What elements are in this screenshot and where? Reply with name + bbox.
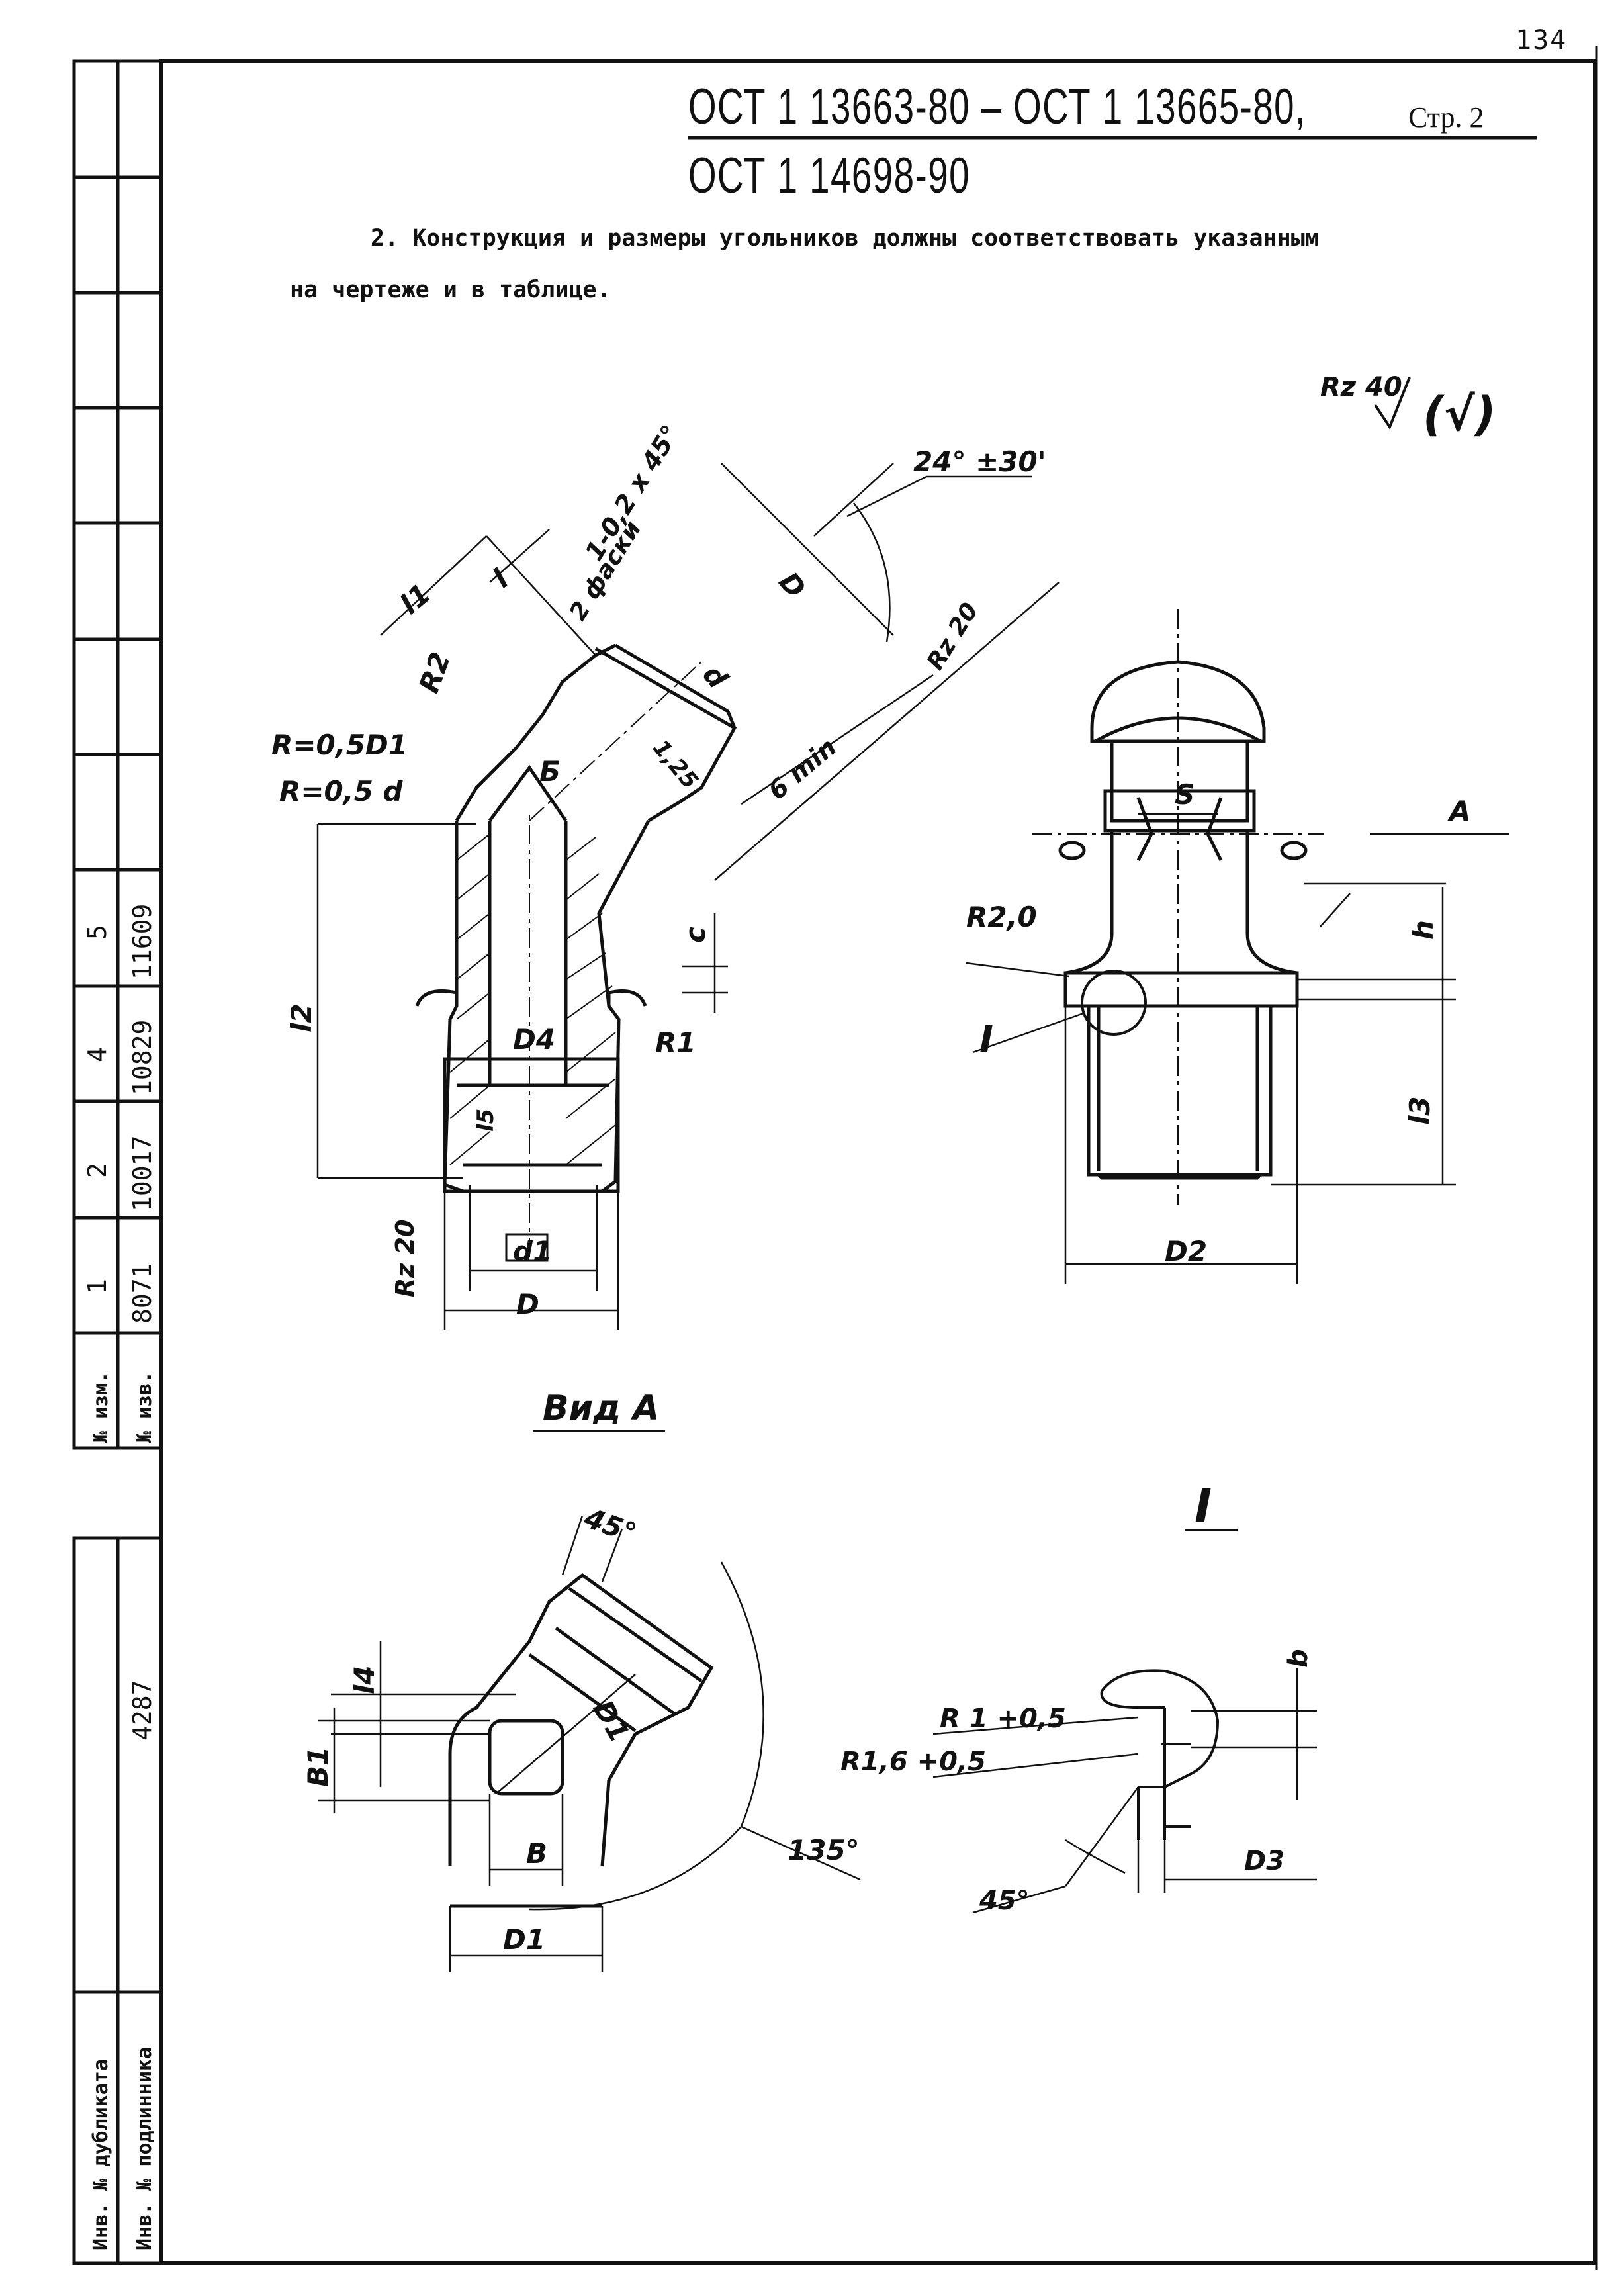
detail-i-title: I [1195,1479,1212,1533]
standard-title-line1: ОСТ 1 13663-80 – ОСТ 1 13665-80, [688,79,1306,135]
view-a-drawing [318,1515,861,1972]
label-D4: D4 [513,1023,555,1056]
label-l5: l5 [473,1109,499,1132]
label-S: S [1175,778,1195,811]
label-R1: R1 [655,1027,696,1059]
label-I-callout: I [979,1019,993,1062]
label-l2: l2 [285,1003,318,1032]
roughness-general: Rz 40 (√) [1320,372,1496,441]
label-h: h [1407,920,1439,940]
main-section-view [316,463,1060,1330]
label-B1: B1 [302,1747,334,1787]
page-label: Стр. 2 [1408,101,1484,134]
svg-text:Вид А: Вид А [543,1389,659,1428]
label-d1: d1 [513,1235,552,1267]
label-D-bottom: D [516,1288,539,1320]
d1-frame [505,1233,549,1262]
inv-original-label: Инв. № подлинника [133,2047,156,2250]
label-A: A [1447,795,1471,827]
label-D3: D3 [1244,1846,1285,1876]
notice-number-8071: 8071 [128,1263,157,1324]
label-6min: 6 min [763,732,842,805]
change-number-1: 1 [83,1279,112,1294]
label-D2: D2 [1165,1235,1207,1267]
label-d: d [696,659,734,695]
label-l3: l3 [1404,1096,1436,1125]
row-label-izv: № изв. [133,1371,156,1443]
label-1-25: 1,25 [647,735,703,794]
page-number: 134 [1515,25,1568,56]
svg-text:Rz 40: Rz 40 [1320,372,1402,402]
paragraph-line2: на чертеже и в таблице. [290,277,611,303]
label-135-deg: 135° [788,1834,860,1866]
label-R1-tol: R 1 +0,5 [940,1704,1066,1734]
svg-text:(√): (√) [1423,387,1496,441]
label-angle: 24° ±30' [913,445,1046,478]
side-view [966,609,1509,1284]
notice-number-10017: 10017 [128,1136,157,1211]
label-l4: l4 [348,1665,381,1694]
change-number-5: 5 [83,925,112,940]
inv-duplicate-label: Инв. № дубликата [89,2059,113,2250]
label-R-05d: R=0,5 d [279,775,404,807]
side-view-labels: S A R2,0 h I l3 D2 [966,778,1471,1267]
view-a-title: Вид А [543,1389,659,1428]
side-stamp-text: 5 4 2 1 11609 10829 10017 8071 № изм. № … [83,904,157,2250]
label-l: l [486,563,515,594]
label-R2: R2 [412,648,457,698]
side-stamp [72,59,163,2265]
label-B: B [526,1837,547,1870]
standard-title-line2: ОСТ 1 14698-90 [688,148,970,204]
stamp-value: 4287 [128,1680,157,1741]
label-D-top: D [772,566,812,604]
label-rz20-bottom: Rz 20 [390,1220,420,1298]
label-l1: l1 [394,577,437,621]
view-a-labels: 45° l4 D1 B1 B 135° D1 [302,1501,860,1956]
label-c: c [679,927,711,943]
main-view-labels: l1 l 1-0,2 x 45° 2 фаски 24° ±30' D Rz 2… [271,420,1046,1320]
label-R-05D1: R=0,5D1 [271,729,408,761]
label-rz20-top: Rz 20 [922,598,984,675]
detail-i-labels: b R 1 +0,5 R1,6 +0,5 45° D3 [840,1649,1314,1916]
paragraph-line1: 2. Конструкция и размеры угольников долж… [371,225,1319,251]
detail-i-drawing [932,1668,1317,1914]
label-45-deg-a: 45° [580,1501,641,1550]
change-number-2: 2 [83,1163,112,1178]
label-R2-0: R2,0 [966,901,1037,933]
label-R16-tol: R1,6 +0,5 [840,1747,986,1777]
change-number-4: 4 [83,1047,112,1062]
label-B-cyr: Б [539,755,561,788]
notice-number-10829: 10829 [128,1020,157,1095]
svg-text:I: I [1195,1479,1212,1533]
notice-number-11609: 11609 [128,904,157,980]
label-b: b [1283,1649,1314,1668]
label-D1-bottom: D1 [503,1923,545,1956]
row-label-izm: № изм. [89,1371,113,1443]
label-45-deg-i: 45° [979,1886,1030,1916]
